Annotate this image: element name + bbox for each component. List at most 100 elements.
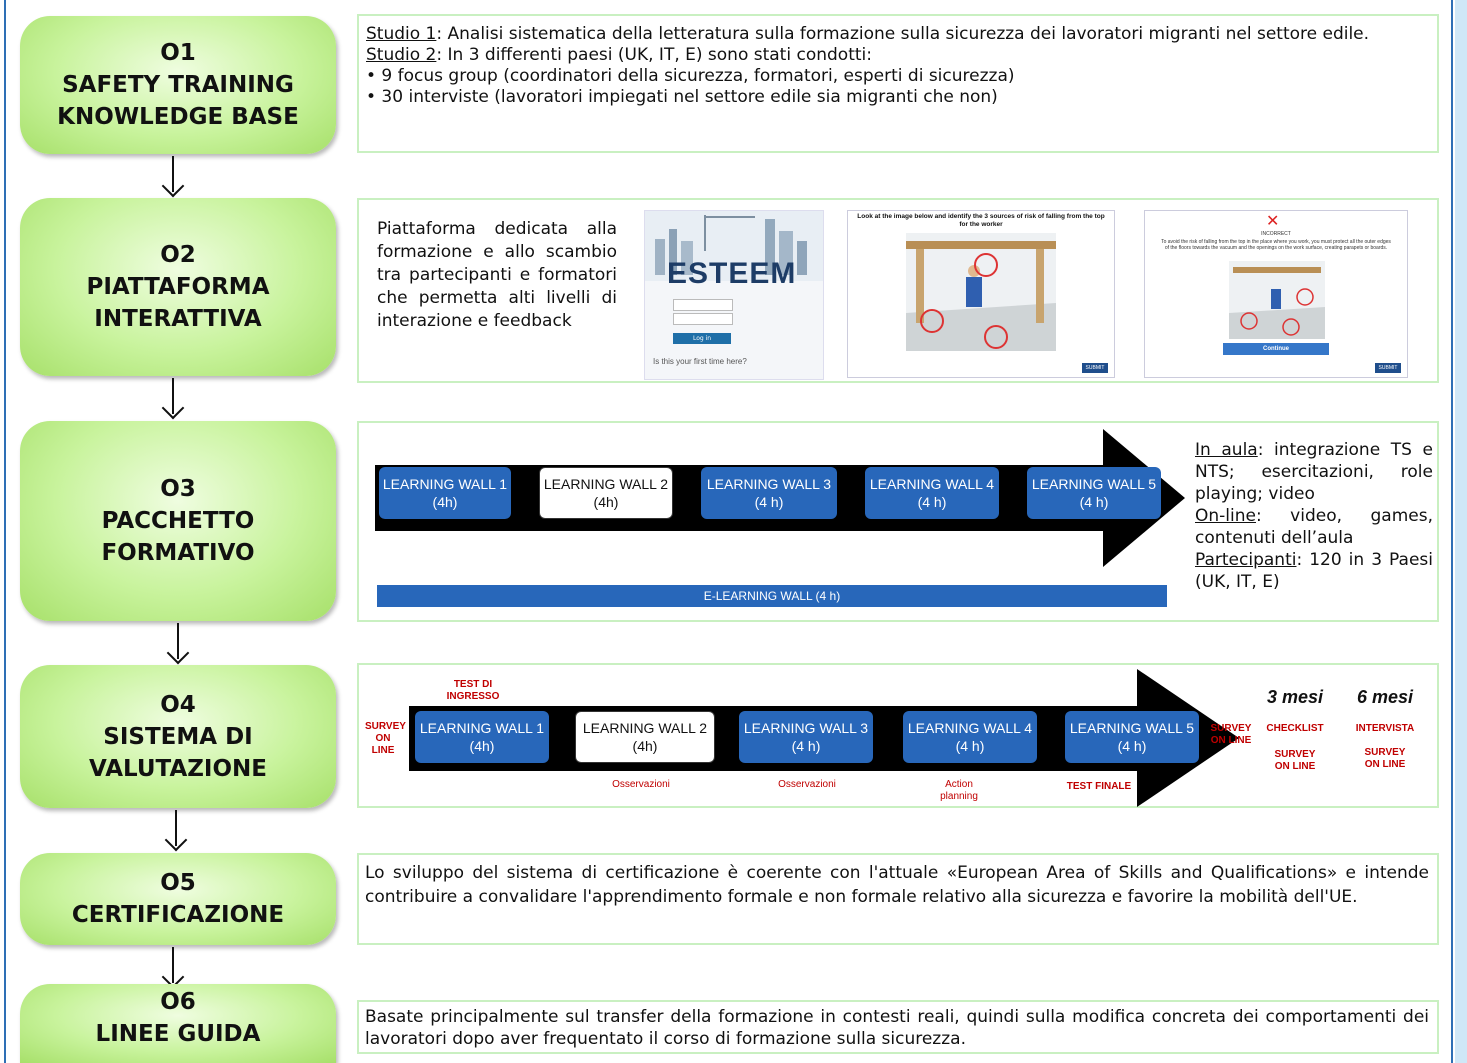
o1-bullet: • 30 interviste (lavoratori impiegati ne… bbox=[366, 87, 998, 107]
learning-wall-box: LEARNING WALL 5(4 h) bbox=[1065, 711, 1199, 763]
learning-wall-box: LEARNING WALL 2 (4h) bbox=[575, 711, 715, 763]
exercise-title: Look at the image below and identify the… bbox=[857, 213, 1105, 228]
feedback-submit-button[interactable]: SUBMIT bbox=[1375, 363, 1401, 373]
objective-title-line: LINEE GUIDA bbox=[95, 1021, 261, 1047]
learning-wall-duration: (4h) bbox=[593, 494, 619, 510]
flow-arrow-down bbox=[161, 156, 185, 198]
objective-title-line: CERTIFICAZIONE bbox=[71, 902, 285, 928]
o4-panel: LEARNING WALL 1(4h)LEARNING WALL 2(4h)LE… bbox=[357, 663, 1439, 808]
aula-text: : integrazione TS e NTS; esercitazioni, … bbox=[1195, 440, 1433, 504]
learning-wall-title: LEARNING WALL 4 bbox=[907, 720, 1033, 736]
online-text: : video, games, contenuti dell’aula bbox=[1195, 506, 1433, 548]
elearning-wall-bar: E-LEARNING WALL (4 h) bbox=[377, 585, 1167, 607]
username-field[interactable] bbox=[673, 299, 733, 311]
partecipanti-label: Partecipanti bbox=[1195, 550, 1297, 570]
o1-studio2: Studio 2: In 3 differenti paesi (UK, IT,… bbox=[366, 45, 1429, 66]
objective-title-line: PACCHETTO bbox=[101, 508, 255, 534]
checklist-label: CHECKLIST bbox=[1266, 723, 1324, 734]
o1-studio1: Studio 1: Analisi sistematica della lett… bbox=[366, 24, 1429, 45]
partecipanti-text: : 120 in 3 Paesi (UK, IT, E) bbox=[1195, 550, 1433, 592]
construction-scene-image bbox=[906, 233, 1056, 351]
objective-o2-box: O2 PIATTAFORMA INTERATTIVA bbox=[20, 198, 336, 376]
o5-panel: Lo sviluppo del sistema di certificazion… bbox=[357, 853, 1439, 945]
survey-online-3m-label: SURVEY ON LINE bbox=[1274, 749, 1316, 772]
learning-wall-box: LEARNING WALL 1 (4h) bbox=[379, 467, 511, 519]
first-time-text: Is this your first time here? bbox=[653, 357, 747, 366]
page-frame bbox=[4, 0, 1453, 1063]
flow-arrow-down bbox=[161, 947, 185, 989]
password-field[interactable] bbox=[673, 313, 733, 325]
o1-panel: Studio 1: Analisi sistematica della lett… bbox=[357, 14, 1439, 153]
learning-wall-duration: (4 h) bbox=[754, 494, 784, 510]
learning-wall-duration: (4 h) bbox=[1079, 494, 1109, 510]
continue-button[interactable]: Continue bbox=[1223, 343, 1329, 355]
platform-feedback-screenshot: ✕ INCORRECT To avoid the risk of falling… bbox=[1144, 210, 1408, 378]
learning-wall-duration: (4h) bbox=[469, 738, 495, 754]
action-planning-label: Action planning bbox=[940, 779, 978, 802]
objective-code: O3 bbox=[160, 476, 196, 502]
learning-wall-title: LEARNING WALL 2 bbox=[582, 720, 708, 736]
o5-text: Lo sviluppo del sistema di certificazion… bbox=[365, 863, 1429, 907]
learning-wall-box: LEARNING WALL 4(4 h) bbox=[865, 467, 999, 519]
learning-wall-duration: (4 h) bbox=[917, 494, 947, 510]
o6-panel: Basate principalmente sul transfer della… bbox=[357, 1000, 1439, 1054]
o1-bullet: • 9 focus group (coordinatori della sicu… bbox=[366, 66, 1015, 86]
platform-login-screenshot: ESTEEM Log in Is this your first time he… bbox=[644, 210, 824, 380]
test-finale-label: TEST FINALE bbox=[1066, 781, 1132, 792]
o3-side-text: In aula: integrazione TS e NTS; esercita… bbox=[1195, 439, 1433, 593]
learning-wall-title: LEARNING WALL 2 bbox=[543, 476, 669, 492]
learning-wall-title: LEARNING WALL 3 bbox=[706, 476, 832, 492]
learning-wall-title: LEARNING WALL 1 bbox=[419, 720, 545, 736]
o2-description: Piattaforma dedicata alla formazione e a… bbox=[377, 219, 617, 331]
objective-o3-box: O3 PACCHETTO FORMATIVO bbox=[20, 421, 336, 621]
objective-title-line: SISTEMA DI bbox=[103, 723, 253, 750]
learning-wall-duration: (4h) bbox=[632, 738, 658, 754]
flow-arrow-down bbox=[164, 810, 188, 852]
survey-online-right-label: SURVEY ON LINE bbox=[1210, 723, 1252, 746]
intervista-label: INTERVISTA bbox=[1355, 723, 1415, 734]
studio2-label: Studio 2 bbox=[366, 45, 437, 65]
o3-panel: LEARNING WALL 1(4h)LEARNING WALL 2(4h)LE… bbox=[357, 421, 1439, 622]
learning-wall-duration: (4 h) bbox=[955, 738, 985, 754]
o2-panel: Piattaforma dedicata alla formazione e a… bbox=[357, 198, 1439, 383]
objective-code: O1 bbox=[160, 40, 196, 66]
elearning-wall-label: E-LEARNING WALL (4 h) bbox=[703, 589, 841, 603]
exercise-submit-button[interactable]: SUBMIT bbox=[1082, 363, 1108, 373]
flow-arrow-down bbox=[166, 623, 190, 665]
flow-arrow-down bbox=[161, 378, 185, 420]
osservazioni-label-2: Osservazioni bbox=[778, 779, 836, 790]
feedback-text: To avoid the risk of falling from the to… bbox=[1161, 239, 1391, 251]
incorrect-x-icon: ✕ bbox=[1266, 211, 1280, 230]
objective-code: O4 bbox=[160, 691, 196, 718]
learning-wall-box: LEARNING WALL 2 (4h) bbox=[539, 467, 673, 519]
learning-wall-duration: (4 h) bbox=[791, 738, 821, 754]
objective-o4-box: O4 SISTEMA DI VALUTAZIONE bbox=[20, 665, 336, 808]
feedback-heading: INCORRECT bbox=[1261, 231, 1291, 237]
osservazioni-label-1: Osservazioni bbox=[612, 779, 670, 790]
objective-title-line: FORMATIVO bbox=[101, 540, 255, 566]
objective-title-line: SAFETY TRAINING bbox=[62, 72, 294, 98]
objective-code: O5 bbox=[160, 870, 196, 896]
learning-wall-duration: (4h) bbox=[432, 494, 458, 510]
studio2-text: : In 3 differenti paesi (UK, IT, E) sono… bbox=[436, 45, 872, 65]
test-ingresso-label: TEST DI INGRESSO bbox=[446, 679, 500, 702]
learning-wall-box: LEARNING WALL 3 (4 h) bbox=[701, 467, 837, 519]
online-label: On-line bbox=[1195, 506, 1256, 526]
o6-text: Basate principalmente sul transfer della… bbox=[365, 1007, 1429, 1049]
objective-o6-box: O6 LINEE GUIDA bbox=[20, 984, 336, 1063]
objective-o5-box: O5 CERTIFICAZIONE bbox=[20, 853, 336, 945]
studio1-label: Studio 1 bbox=[366, 24, 437, 44]
objective-title-line: PIATTAFORMA bbox=[86, 274, 270, 300]
objective-title-line: INTERATTIVA bbox=[94, 306, 262, 332]
learning-wall-box: LEARNING WALL 4 (4 h) bbox=[903, 711, 1037, 763]
feedback-scene-image bbox=[1229, 261, 1325, 339]
objective-title-line: VALUTAZIONE bbox=[88, 755, 267, 782]
learning-wall-box: LEARNING WALL 1 (4h) bbox=[415, 711, 549, 763]
learning-wall-title: LEARNING WALL 5 bbox=[1069, 720, 1195, 736]
learning-wall-box: LEARNING WALL 5(4 h) bbox=[1027, 467, 1161, 519]
learning-wall-box: LEARNING WALL 3(4 h) bbox=[739, 711, 873, 763]
aula-label: In aula bbox=[1195, 440, 1258, 460]
learning-wall-title: LEARNING WALL 1 bbox=[382, 476, 508, 492]
login-button[interactable]: Log in bbox=[673, 333, 731, 344]
platform-exercise-screenshot: Look at the image below and identify the… bbox=[847, 210, 1115, 378]
